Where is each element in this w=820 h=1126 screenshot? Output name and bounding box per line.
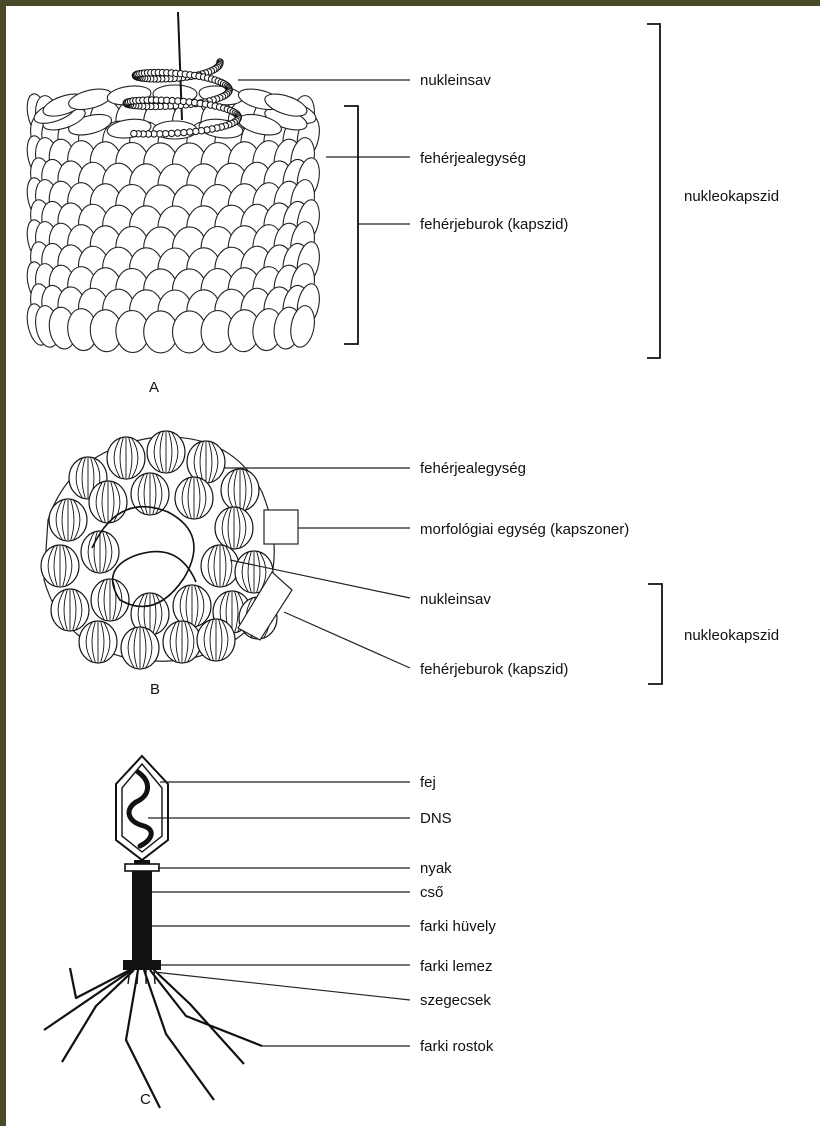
label-protein-subunit-a: fehérjealegység xyxy=(420,150,526,167)
tail-fibers xyxy=(44,968,262,1108)
capsomer xyxy=(79,621,117,663)
helix-bead xyxy=(193,128,199,134)
capsomer xyxy=(221,469,259,511)
capsomer xyxy=(51,589,89,631)
label-head: fej xyxy=(420,774,436,791)
capsomer xyxy=(91,579,129,621)
capsomer xyxy=(163,621,201,663)
label-tube: cső xyxy=(420,884,443,901)
tail-sheath xyxy=(132,871,152,961)
panel-letter-c: C xyxy=(140,1091,151,1108)
leader-line xyxy=(154,972,410,1000)
capsomer xyxy=(89,481,127,523)
spike xyxy=(137,970,138,984)
capsomer xyxy=(107,437,145,479)
label-neck: nyak xyxy=(420,860,452,877)
capsomer xyxy=(49,499,87,541)
capsomer xyxy=(197,619,235,661)
tail-fiber xyxy=(154,970,244,1064)
capsid-bracket-a xyxy=(344,106,358,344)
leader-line xyxy=(284,612,410,668)
helix-bead xyxy=(168,130,174,136)
nucleocapsid-bracket-a xyxy=(647,24,660,358)
panel-letter-b: B xyxy=(150,681,160,698)
label-tail-fibers: farki rostok xyxy=(420,1038,494,1055)
capsomer xyxy=(131,473,169,515)
label-tail-sheath: farki hüvely xyxy=(420,918,496,935)
label-nucleic-acid-a: nukleinsav xyxy=(420,72,491,89)
capsomer xyxy=(215,507,253,549)
helix-bead xyxy=(181,129,187,135)
capsid-subunits xyxy=(24,84,323,354)
label-spikes: szegecsek xyxy=(420,992,491,1009)
panel-c-annotations: fej DNS nyak cső farki hüvely farki leme… xyxy=(140,774,496,1108)
morphological-unit-box xyxy=(264,510,298,544)
capsomer xyxy=(201,545,239,587)
label-protein-subunit-b: fehérjealegység xyxy=(420,460,526,477)
label-nucleocapsid-a: nukleokapszid xyxy=(684,188,779,205)
helix-bead xyxy=(131,130,137,136)
label-protein-coat-a: fehérjeburok (kapszid) xyxy=(420,216,568,233)
capsomer xyxy=(41,545,79,587)
label-tail-plate: farki lemez xyxy=(420,958,493,975)
neck-plate xyxy=(125,864,159,871)
tail-fiber xyxy=(144,970,214,1100)
capsomer xyxy=(175,477,213,519)
helix-bead xyxy=(175,130,181,136)
panel-letter-a: A xyxy=(149,379,159,396)
figure-frame: nukleinsav fehérjealegység fehérjeburok … xyxy=(6,6,820,1126)
tail-fiber xyxy=(126,970,160,1108)
tail-plate xyxy=(123,960,161,970)
label-morphological-unit-b: morfológiai egység (kapszoner) xyxy=(420,521,629,538)
helix-bead xyxy=(187,129,193,135)
label-protein-coat-b: fehérjeburok (kapszid) xyxy=(420,661,568,678)
helical-virus-illustration xyxy=(24,12,323,353)
capsomer xyxy=(81,531,119,573)
label-dna: DNS xyxy=(420,810,452,827)
label-nucleocapsid-b: nukleokapszid xyxy=(684,627,779,644)
capsomer xyxy=(121,627,159,669)
bacteriophage-illustration xyxy=(44,756,262,1108)
capsomer xyxy=(147,431,185,473)
label-nucleic-acid-b: nukleinsav xyxy=(420,591,491,608)
icosahedral-virus-illustration xyxy=(41,431,298,669)
nucleocapsid-bracket-b xyxy=(648,584,662,684)
